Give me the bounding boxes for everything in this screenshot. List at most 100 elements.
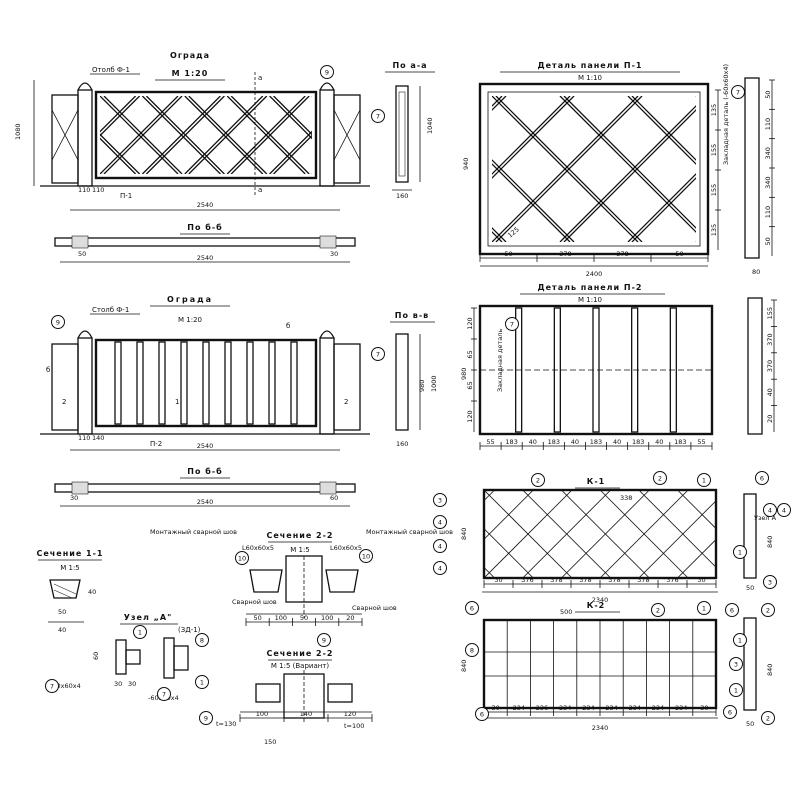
p1-side-dim-5: 50 [764,237,772,245]
svg-text:3: 3 [768,579,772,587]
svg-text:10: 10 [238,555,246,563]
callout-marker-9: 9 [317,633,331,647]
sect-vv-height: 1000 [430,375,438,392]
callout-marker-3: 3 [433,493,447,507]
k1-bottom-dim-2: 378 [550,576,562,584]
fence1-post-right [319,89,335,187]
k1-height: 840 [460,528,468,540]
sect-bb2-view: По б-б 2540 30 60 [54,466,356,507]
p2-side-dim-2: 370 [766,360,774,372]
p1-right-dim-1: 155 [710,144,718,156]
k2-height: 840 [460,660,468,672]
sect22a-angle-a: L60х60х5 [242,544,274,552]
callout-marker-7: 7 [371,347,385,361]
callout-marker-1: 1 [133,625,147,639]
sect-aa-height: 1040 [426,117,434,134]
sect22b-title: Сечение 2-2 [266,649,333,658]
svg-text:10: 10 [362,553,370,561]
k2-bottom-dim-6: 234 [629,704,641,712]
sect22b-lbl: 150 [264,738,276,746]
uzel-a-plate-right [163,637,175,679]
callout-marker-7: 7 [505,317,519,331]
callout-marker-4: 4 [777,503,791,517]
detail-p1-dim-80: 80 [752,268,760,276]
p2-bottom-dim-3: 183 [548,438,560,446]
fence2-mark-2-left: 2 [62,398,66,406]
sect-aa-profile [395,85,409,183]
svg-text:9: 9 [204,715,208,723]
p1-side-dim-3: 340 [764,176,772,188]
svg-text:7: 7 [736,89,740,97]
k2-bottom-dim-4: 234 [582,704,594,712]
sect22a-left-note: Монтажный сварной шов [150,528,237,536]
k1-title: К-1 [587,477,605,486]
uzel-a-plate: -60х60х4 [50,682,81,690]
callout-marker-4: 4 [763,503,777,517]
sect-bb-view: По б-б 2540 50 30 [54,222,356,263]
fence2-cut-b: б [286,322,290,330]
svg-text:4: 4 [768,507,772,515]
svg-text:3: 3 [438,497,442,505]
k2-bottom-dim-0: 30 [491,704,499,712]
sect-vv-dim: 160 [396,440,408,448]
fence2-post-label: Столб Ф-1 [92,306,129,314]
k2-bottom-dim-5: 234 [605,704,617,712]
k2-bottom-dim-3: 234 [559,704,571,712]
svg-text:9: 9 [56,319,60,327]
svg-text:4: 4 [438,519,442,527]
callout-marker-1: 1 [195,675,209,689]
sect22a-weld-note2: Сварной шов [352,604,397,612]
sect-vv-profile [395,333,409,431]
fence1-post-label: Отолб Ф-1 [92,66,130,74]
callout-marker-10: 10 [235,551,249,565]
k1-bottom-dim-5: 378 [637,576,649,584]
sect22a-panel-left [249,569,283,593]
sect22b-dim-r: t=130 [216,720,236,728]
sect22b-scale: М 1:5 (Вариант) [271,662,330,670]
callout-marker-6: 6 [723,705,737,719]
uzel-a-scale: (ЗД-1) [178,626,201,634]
p1-bottom-dim-0: 50 [504,250,512,258]
p1-bottom-dim-3: 50 [675,250,683,258]
callout-marker-8: 8 [465,643,479,657]
svg-text:2: 2 [536,477,540,485]
fence1-dim-a: 110 [78,186,90,194]
detail-p2-side-profile [747,297,763,435]
callout-marker-6: 6 [465,601,479,615]
fence1-dim-total: 2540 [197,201,214,209]
s22b-dim-2: 120 [344,710,356,718]
callout-marker-7: 7 [157,687,171,701]
svg-text:1: 1 [738,549,742,557]
sect22a-panel-right [325,569,359,593]
k1-side-dim: 50 [746,584,754,592]
fence1-panel [94,90,318,180]
uzel-a-dim-3: 60 [92,652,100,660]
fence2-dim-total: 2540 [197,442,214,450]
uzel-a-title: Узел „А" [124,613,173,622]
sect22b-panel-left [255,683,281,703]
s22a-dim-1: 100 [275,614,287,622]
k2-side-profile [743,617,757,711]
sect11-title: Сечение 1-1 [36,549,103,558]
detail-p1-label-125: 125 [506,225,521,239]
svg-text:1: 1 [738,637,742,645]
callout-marker-4: 4 [433,515,447,529]
callout-marker-1: 1 [697,601,711,615]
svg-text:4: 4 [438,543,442,551]
sect11-profile [49,579,81,599]
p2-bottom-dim-7: 183 [632,438,644,446]
callout-marker-1: 1 [733,545,747,559]
fence2-panel-label: П-2 [150,440,162,448]
svg-text:7: 7 [50,683,54,691]
k2-bottom-dim-7: 234 [652,704,664,712]
fence2-post-left [77,337,93,435]
callout-marker-7: 7 [731,85,745,99]
svg-text:9: 9 [322,637,326,645]
k1-bottom-dim-1: 376 [521,576,533,584]
svg-text:9: 9 [325,69,329,77]
svg-text:1: 1 [702,605,706,613]
fence2-view: Ограда М 1:20 Столб Ф-1 П-2 2540 110 140… [40,295,370,451]
